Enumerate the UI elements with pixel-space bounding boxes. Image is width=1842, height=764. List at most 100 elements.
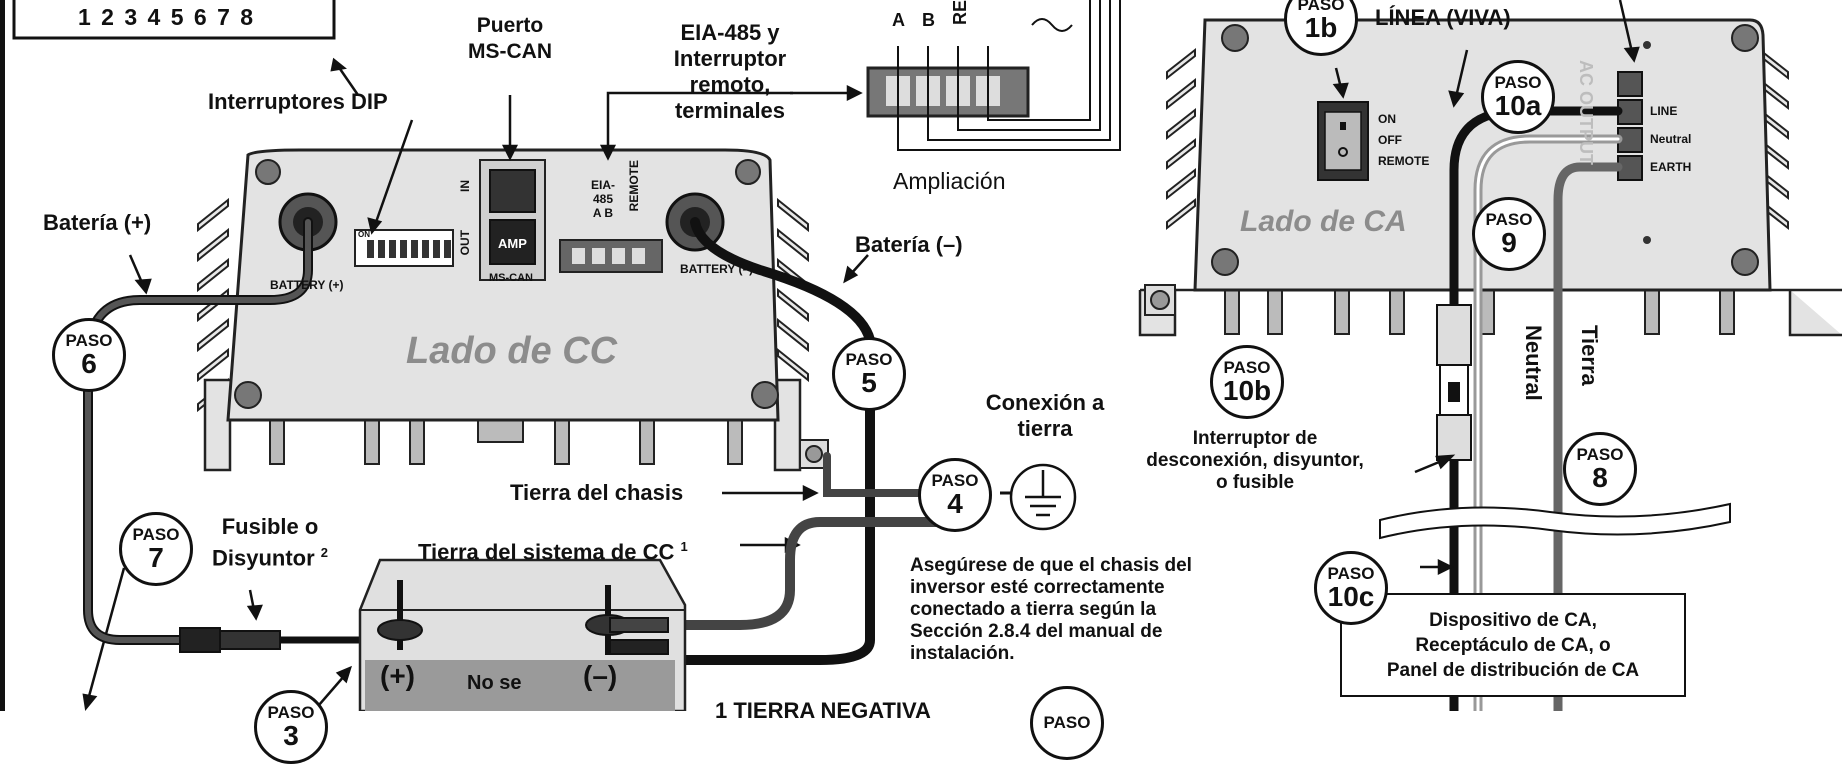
label-conexion-tierra: Conexión a tierra	[965, 390, 1125, 442]
device-line2: Receptáculo de CA, o	[1415, 634, 1611, 656]
ac-device-box: Dispositivo de CA, Receptáculo de CA, o …	[1340, 593, 1686, 697]
panel-eia-ab: A B	[592, 206, 614, 220]
label-tierra: Tierra	[1577, 325, 1602, 386]
battery-note: No se	[467, 672, 521, 695]
note-line3: conectado a tierra según la	[910, 599, 1157, 620]
step-number: 6	[81, 348, 97, 379]
eia-enlargement	[866, 0, 1121, 151]
label-tierra-chasis: Tierra del chasis	[510, 480, 684, 505]
step-number: 10a	[1494, 90, 1542, 121]
label-puerto-mscan: Puerto MS-CAN	[445, 13, 575, 65]
footnote-1: 1	[680, 539, 688, 554]
label-eia-line2: Interruptor	[673, 46, 787, 71]
device-line3: Panel de distribución de CA	[1386, 659, 1640, 681]
dc-side-title: Lado de CC	[406, 330, 618, 372]
note-line1: Asegúrese de que el chasis del	[910, 555, 1192, 576]
label-interruptor-line3: o fusible	[1215, 472, 1295, 493]
step-word: PASO	[1576, 445, 1624, 464]
ac-term-earth: EARTH	[1650, 160, 1692, 174]
step-word: PASO	[1485, 210, 1533, 229]
panel-amp: AMP	[498, 236, 527, 251]
battery	[358, 558, 687, 711]
panel-dip-on: ON	[358, 230, 370, 239]
panel-out: OUT	[458, 230, 472, 256]
label-linea-viva: LÍNEA (VIVA)	[1375, 5, 1511, 30]
enlarged-a: A	[892, 10, 905, 30]
label-eia-line4: terminales	[674, 98, 786, 123]
label-neutral: Neutral	[1521, 325, 1546, 401]
step-number: 3	[283, 720, 299, 751]
note-line2: inversor esté correctamente	[910, 577, 1165, 598]
ac-term-neutral: Neutral	[1650, 132, 1692, 146]
ac-switch-off: OFF	[1378, 133, 1402, 147]
step-word: PASO	[1297, 0, 1345, 14]
dc-panel	[197, 148, 829, 472]
dip-numbers: 1 2 3 4 5 6 7 8	[78, 4, 256, 30]
fuse-holder	[179, 627, 221, 653]
step-number: 10c	[1327, 581, 1375, 612]
panel-battery-pos: BATTERY (+)	[270, 278, 344, 292]
panel-eia485: EIA- 485 A B	[583, 178, 623, 220]
step-word: PASO	[931, 471, 979, 490]
diagram-graphics	[0, 0, 1842, 711]
device-line1: Dispositivo de CA,	[1429, 609, 1597, 631]
step-word: PASO	[267, 703, 315, 722]
ac-output-label: AC OUTPUT	[1576, 60, 1596, 165]
label-dip-switches: Interruptores DIP	[208, 89, 388, 114]
label-fusible-text: Disyuntor	[211, 545, 315, 571]
label-interruptor-line2: desconexión, disyuntor,	[1146, 450, 1364, 471]
step-word: PASO	[132, 525, 180, 544]
label-bateria-pos: Batería (+)	[43, 210, 152, 235]
label-puerto-line2: MS-CAN	[468, 40, 552, 63]
battery-neg-label: (–)	[583, 660, 618, 691]
step-word-partial: PASO	[1043, 713, 1091, 732]
label-fusible: Fusible o Disyuntor 2	[200, 514, 340, 571]
enlarged-b: B	[922, 10, 935, 30]
battery-pos-label: (+)	[380, 660, 415, 691]
ground-note: Asegúrese de que el chasis del inversor …	[910, 555, 1192, 665]
panel-mscan: MS-CAN	[489, 272, 533, 284]
step-word: PASO	[1494, 73, 1542, 92]
left-border	[0, 0, 5, 711]
step-number: 5	[861, 367, 877, 398]
dip-number-box	[12, 0, 336, 40]
label-tierra-negativa: 1 TIERRA NEGATIVA	[715, 698, 931, 723]
label-eia485: EIA-485 y Interruptor remoto, terminales	[660, 20, 800, 124]
panel-remote: REMOTE	[627, 160, 641, 212]
label-conexion-line2: tierra	[1017, 416, 1073, 441]
panel-in: IN	[458, 180, 472, 192]
label-fusible-line2: Disyuntor 2	[200, 540, 340, 571]
earth-ground-symbol	[1009, 463, 1077, 531]
label-interruptor: Interruptor de desconexión, disyuntor, o…	[1125, 428, 1385, 494]
label-interruptor-line1: Interruptor de	[1192, 428, 1318, 449]
ac-term-line: LINE	[1650, 104, 1678, 118]
panel-eia2: 485	[592, 192, 614, 206]
label-puerto-line1: Puerto	[476, 14, 544, 37]
footnote-2: 2	[320, 545, 329, 560]
ac-panel	[1138, 18, 1842, 337]
step-number: 7	[148, 542, 164, 573]
label-ampliacion: Ampliación	[893, 168, 1006, 194]
step-number: 8	[1592, 462, 1608, 493]
label-eia-line3: remoto,	[689, 72, 771, 97]
enlarged-re: RE	[950, 0, 970, 26]
label-eia-line1: EIA-485 y	[680, 20, 780, 45]
ac-side-title: Lado de CA	[1240, 205, 1407, 238]
battery-note-line1: No se	[467, 672, 522, 694]
note-line4: Sección 2.8.4 del manual de	[910, 621, 1163, 642]
label-tierra-sistema: Tierra del sistema de CC 1	[418, 534, 688, 565]
note-line5: instalación.	[910, 643, 1015, 664]
step-word: PASO	[65, 331, 113, 350]
panel-eia1: EIA-	[591, 178, 615, 192]
ac-switch-remote: REMOTE	[1378, 154, 1430, 168]
inline-disconnect	[1436, 304, 1472, 461]
